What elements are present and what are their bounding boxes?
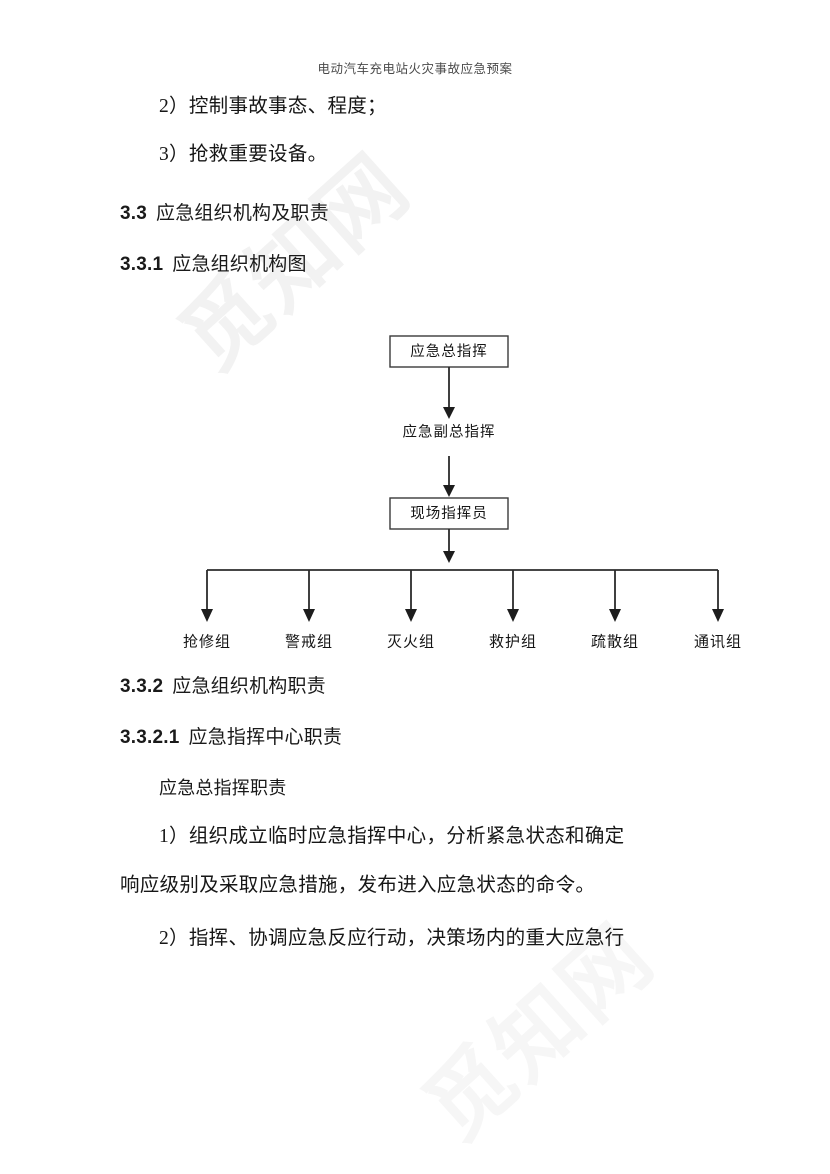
org-leaf-firefighting-group: 灭火组 [387, 633, 435, 650]
org-node-site-commander-label: 现场指挥员 [410, 505, 488, 522]
org-chart: 应急总指挥 应急副总指挥 现场指挥员 抢修组 警戒组 [0, 318, 830, 668]
heading-3-3: 3.3 应急组织机构及职责 [120, 200, 712, 229]
subheading-commander-duty: 应急总指挥职责 [159, 778, 287, 799]
org-arrow-to-evacuation-group [609, 609, 621, 622]
heading-3-3-number: 3.3 [120, 203, 148, 225]
org-arrow-deputy-to-site [443, 485, 455, 497]
heading-3-3-2-number: 3.3.2 [120, 676, 164, 698]
duty-paragraph-1-line-2: 响应级别及采取应急措施，发布进入应急状态的命令。 [120, 874, 596, 896]
org-node-chief-commander-label: 应急总指挥 [410, 342, 488, 360]
org-leaf-repair-group: 抢修组 [183, 632, 231, 650]
running-header: 电动汽车充电站火灾事故应急预案 [317, 62, 513, 76]
org-arrow-to-communication-group [712, 609, 724, 622]
heading-3-3-2-1: 3.3.2.1 应急指挥中心职责 [120, 724, 712, 753]
heading-3-3-text: 应急组织机构及职责 [156, 203, 329, 225]
org-node-chief-commander-box [389, 335, 509, 368]
list-item-2: 2）控制事故事态、程度； [159, 96, 387, 117]
org-arrow-to-medical-group [507, 609, 519, 622]
heading-3-3-2-1-text: 应急指挥中心职责 [188, 726, 343, 748]
heading-3-3-1-number: 3.3.1 [120, 253, 164, 275]
heading-3-3-2: 3.3.2 应急组织机构职责 [120, 673, 712, 702]
org-arrow-to-firefighting-group [405, 609, 417, 622]
org-leaf-guard-group: 警戒组 [285, 633, 333, 650]
duty-paragraph-1-line-1: 1）组织成立临时应急指挥中心，分析紧急状态和确定 [159, 826, 625, 848]
org-node-site-commander-box [389, 497, 509, 530]
org-arrow-to-repair-group [201, 609, 213, 622]
list-item-3: 3）抢救重要设备。 [159, 144, 328, 166]
org-arrow-site-to-bus [443, 551, 455, 563]
document-content: 2）控制事故事态、程度； 3）抢救重要设备。 3.3 应急组织机构及职责 3.3.… [120, 92, 712, 977]
org-arrow-to-guard-group [303, 609, 315, 622]
org-arrow-chief-to-deputy [443, 407, 455, 419]
org-leaf-evacuation-group: 疏散组 [591, 633, 639, 650]
heading-3-3-2-text: 应急组织机构职责 [172, 676, 326, 698]
heading-3-3-1: 3.3.1 应急组织机构图 [120, 251, 712, 280]
org-leaf-medical-group: 救护组 [489, 633, 537, 650]
org-leaf-communication-group: 通讯组 [694, 633, 742, 650]
org-node-deputy-commander-label: 应急副总指挥 [403, 422, 496, 440]
heading-3-3-2-1-number: 3.3.2.1 [120, 726, 180, 748]
duty-paragraph-2-line-1: 2）指挥、协调应急反应行动，决策场内的重大应急行 [159, 927, 625, 949]
heading-3-3-1-text: 应急组织机构图 [172, 253, 307, 275]
